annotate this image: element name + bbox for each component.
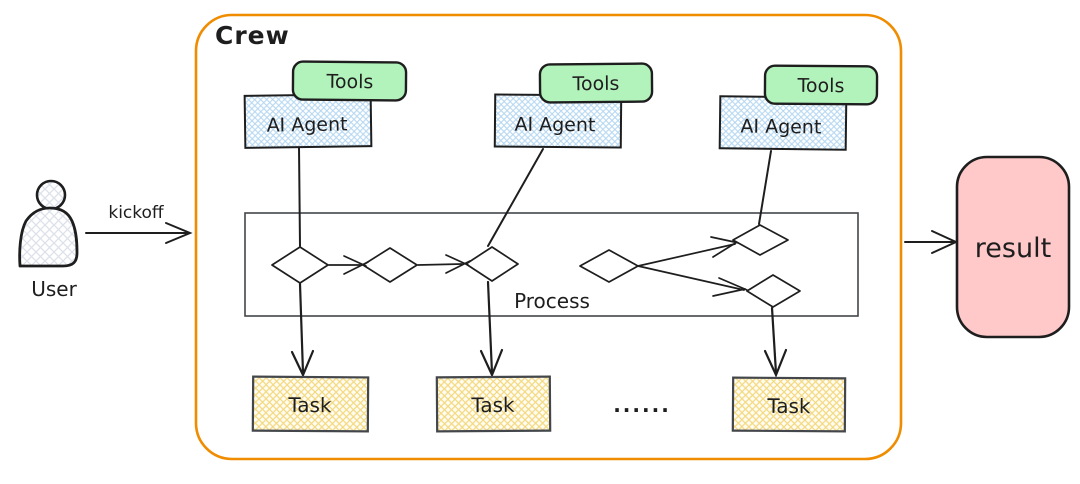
process-branching-flow [579,224,801,308]
diamond-to-task2-line [486,280,494,375]
branch-arrow-bottom-head-b [712,288,746,297]
task2-arrowhead-icon [479,348,504,378]
ai-agent-1-label: AI Agent [266,113,347,136]
tools-3-badge [763,64,879,106]
branch-arrow-bottom-head-a [718,277,748,291]
tasks-ellipsis: ...... [613,393,671,417]
crew-title: Crew [215,21,290,50]
agent-group-3: AI Agent Tools [718,64,879,151]
task-1-box [251,375,370,433]
result-arrow [904,230,959,254]
task-1-label: Task [287,393,332,417]
tools-2-label: Tools [572,73,620,95]
process-border [244,212,859,317]
task-arrows [290,280,788,378]
task-2-label: Task [470,393,515,417]
kickoff-label: kickoff [108,203,165,223]
task-3-box [731,376,847,433]
diamond-5-icon [732,224,789,256]
branch-arrow-bottom-line [637,265,745,291]
user-body-icon [18,206,79,268]
diamond-to-task1-line [298,282,305,375]
flow-arrow-2-line [417,263,463,266]
agent2-to-diamond-line [487,148,544,247]
diamond-3-icon [465,246,519,282]
task3-arrowhead-icon [763,348,788,378]
result-box: result [955,155,1071,339]
tools-2-badge [538,62,654,104]
diamond-6-icon [746,274,801,308]
agent1-to-diamond-line [298,146,301,247]
kickoff-arrow: kickoff [85,203,193,244]
agent-group-2: AI Agent Tools [493,62,654,149]
result-label: result [975,233,1051,264]
agent-group-1: AI Agent Tools [243,60,408,149]
process-box: Process [244,212,859,317]
diamond-2-icon [362,247,418,283]
result-box-shape [955,155,1071,339]
flow-arrow-1-head-b [343,261,369,275]
agent3-to-diamond-line [758,150,772,225]
ai-agent-3-label: AI Agent [740,115,821,138]
user-label: User [31,277,77,301]
diamond-1-icon [271,246,329,284]
diamond-4-icon [579,249,639,283]
task-3-label: Task [766,394,811,418]
task-1: Task [251,375,370,433]
process-label: Process [514,289,590,313]
task-3: Task [731,376,847,433]
branch-arrow-top-head-a [710,236,740,244]
user-figure: User [18,179,79,301]
task-2: Task [435,375,552,433]
branch-arrow-top-head-b [712,241,738,258]
kickoff-arrowhead-icon [165,222,193,244]
agent-connectors [298,146,772,247]
tools-1-label: Tools [325,71,373,93]
ai-agent-2-label: AI Agent [514,114,595,137]
task-2-box [435,375,552,433]
flow-arrow-2-head-b [445,260,471,274]
tools-1-badge [291,60,408,102]
process-sequential-flow [271,246,519,284]
crew-border [194,13,903,461]
user-head-icon [35,179,67,211]
task1-arrowhead-icon [290,349,315,378]
crew-container: Crew [194,13,903,461]
branch-arrow-top-line [637,243,736,267]
tools-3-label: Tools [797,75,845,97]
diamond-to-task3-line [770,306,778,375]
